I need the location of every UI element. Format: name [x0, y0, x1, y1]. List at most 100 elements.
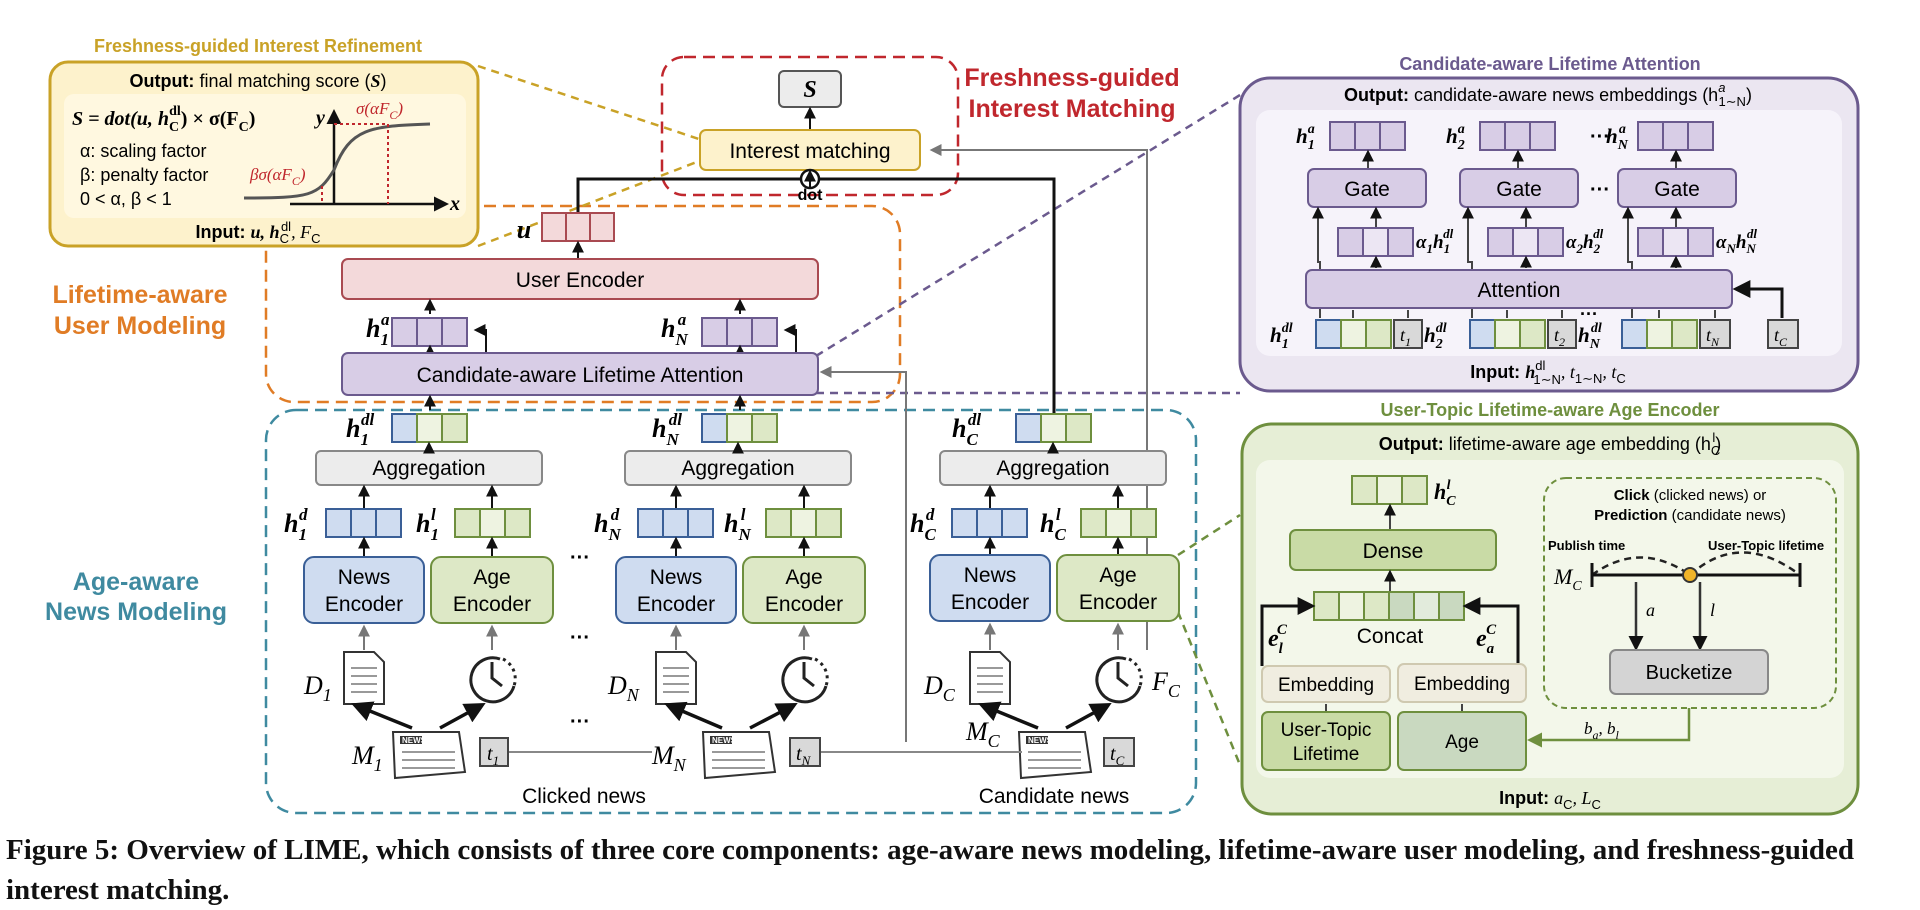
document-icon-1: [343, 651, 385, 705]
document-icon-c: [969, 651, 1011, 705]
svg-text:h1dl: h1dl: [1270, 321, 1293, 352]
svg-text:α1h1dl: α1h1dl: [1416, 226, 1454, 256]
news-encoder-c: News Encoder: [929, 554, 1051, 622]
hdl-n-group: hNdl: [652, 410, 778, 449]
tn-box: tN: [789, 737, 821, 768]
svg-text:hNl: hNl: [724, 505, 751, 544]
gate-2: Gate: [1459, 168, 1579, 208]
svg-text:NEWS: NEWS: [1028, 736, 1053, 745]
fgir-range: 0 < α, β < 1: [80, 189, 172, 209]
y-axis-label: y: [314, 107, 325, 129]
hl-1-group: h1l: [416, 505, 531, 544]
score-symbol: S: [803, 77, 816, 103]
dot-label: dot: [798, 187, 824, 204]
fc-label: FC: [1151, 667, 1181, 701]
svg-text:Embedding: Embedding: [1414, 674, 1510, 695]
svg-text:Encoder: Encoder: [637, 593, 715, 616]
x-axis-label: x: [449, 193, 460, 215]
fgir-output: Output: final matching score (S): [129, 71, 386, 91]
user-encoder-label: User Encoder: [516, 269, 644, 292]
hdl-c-group: hCdl: [952, 410, 1092, 449]
section-label-lum-2: User Modeling: [54, 312, 226, 340]
svg-text:hCd: hCd: [910, 505, 936, 544]
embedding-age: Embedding: [1397, 663, 1527, 703]
cla-ellipsis-2: ···: [1590, 179, 1610, 201]
cla-input-2: h2dl t2: [1424, 319, 1577, 352]
svg-text:h1dl: h1dl: [346, 410, 374, 449]
svg-text:hNa: hNa: [1606, 122, 1629, 153]
svg-text:User-Topic: User-Topic: [1281, 720, 1372, 741]
mc-label: MC: [965, 717, 1001, 751]
svg-text:hCl: hCl: [1434, 478, 1456, 509]
cla-panel-ha-2: h2a: [1446, 121, 1556, 153]
news-encoder-n: News Encoder: [615, 556, 737, 624]
svg-text:t1: t1: [1400, 325, 1411, 349]
clicked-news-label: Clicked news: [522, 785, 646, 808]
el-label: elC: [1268, 622, 1288, 657]
svg-text:hCdl: hCdl: [952, 410, 981, 449]
cla-panel-ha-1: h1a: [1296, 121, 1406, 153]
svg-text:α2h2dl: α2h2dl: [1566, 226, 1604, 256]
cla-input-tc: tC: [1767, 319, 1799, 349]
t1-box: t1: [479, 737, 509, 768]
svg-text:h1a: h1a: [1296, 122, 1315, 153]
newspaper-icon-1: NEWS: [391, 731, 467, 780]
svg-text:h2dl: h2dl: [1424, 321, 1447, 352]
fgir-formula: S = dot(u, hCdl) × σ(FC): [72, 104, 255, 135]
aggregation-c-label: Aggregation: [996, 457, 1109, 480]
document-icon-n: [655, 651, 697, 705]
figure-caption: Figure 5: Overview of LIME, which consis…: [6, 834, 1855, 906]
cla-panel-output: Output: candidate-aware news embeddings …: [1344, 80, 1752, 109]
svg-text:tN: tN: [796, 743, 812, 768]
utla-output: Output: lifetime-aware age embedding (hC…: [1379, 430, 1721, 458]
cla-input-1: h1dl t1: [1270, 319, 1423, 352]
aggregation-n-label: Aggregation: [681, 457, 794, 480]
svg-text:Encoder: Encoder: [453, 593, 531, 616]
alpha-term-1: α1h1dl: [1337, 226, 1454, 257]
section-label-lum-1: Lifetime-aware: [52, 281, 227, 309]
svg-text:Age: Age: [1099, 564, 1136, 587]
sigma-top: σ(αFC): [356, 99, 403, 122]
prediction-text: Prediction (candidate news): [1594, 507, 1786, 524]
section-label-fgim-1: Freshness-guided: [964, 64, 1179, 92]
fgir-input: Input: u, hCdl, FC: [196, 219, 321, 246]
clock-icon-c: [1095, 656, 1143, 704]
user-encoder-module: [341, 258, 819, 300]
interest-matching-label: Interest matching: [729, 140, 890, 163]
svg-text:Age: Age: [785, 566, 822, 589]
freshness-guided-interest-matching-frame: [660, 55, 960, 197]
lime-architecture-diagram: Freshness-guided Interest Matching Lifet…: [45, 36, 1860, 816]
svg-text:t2: t2: [1554, 325, 1565, 349]
section-label-anm-2: News Modeling: [45, 598, 227, 626]
cla-ellipsis-1: ···: [1590, 126, 1610, 148]
fgir-beta: β: penalty factor: [80, 165, 208, 185]
attention-label: Attention: [1478, 279, 1561, 302]
svg-text:Age: Age: [473, 566, 510, 589]
click-point-marker: [1682, 567, 1698, 583]
alpha-term-n: αNhNdl: [1637, 226, 1757, 257]
svg-text:Lifetime: Lifetime: [1293, 744, 1360, 765]
svg-text:tC: tC: [1110, 743, 1125, 768]
svg-text:tC: tC: [1774, 325, 1788, 349]
svg-text:Gate: Gate: [1654, 178, 1700, 201]
hl-c-group: hCl: [1040, 505, 1157, 544]
svg-text:h1l: h1l: [416, 505, 439, 544]
gate-1: Gate: [1307, 168, 1427, 208]
clock-icon-n: [781, 656, 829, 704]
cla-module: [341, 352, 819, 396]
news-encoder-1: News Encoder: [303, 556, 425, 624]
age-encoder-1: Age Encoder: [430, 556, 554, 624]
svg-text:h1d: h1d: [284, 505, 308, 544]
svg-text:Encoder: Encoder: [951, 591, 1029, 614]
mc-timeline-label: MC: [1553, 564, 1582, 594]
u-embedding: [541, 212, 615, 242]
sigma-bottom: βσ(αFC): [249, 165, 306, 188]
svg-text:h2a: h2a: [1446, 122, 1465, 153]
ellipsis-1: ···: [570, 547, 590, 569]
publish-time-label: Publish time: [1548, 538, 1625, 553]
ha-n-embedding: [701, 317, 778, 347]
sigmoid-curve: [243, 122, 431, 200]
age-encoder-c: Age Encoder: [1056, 554, 1180, 622]
dc-label: DC: [923, 671, 956, 705]
